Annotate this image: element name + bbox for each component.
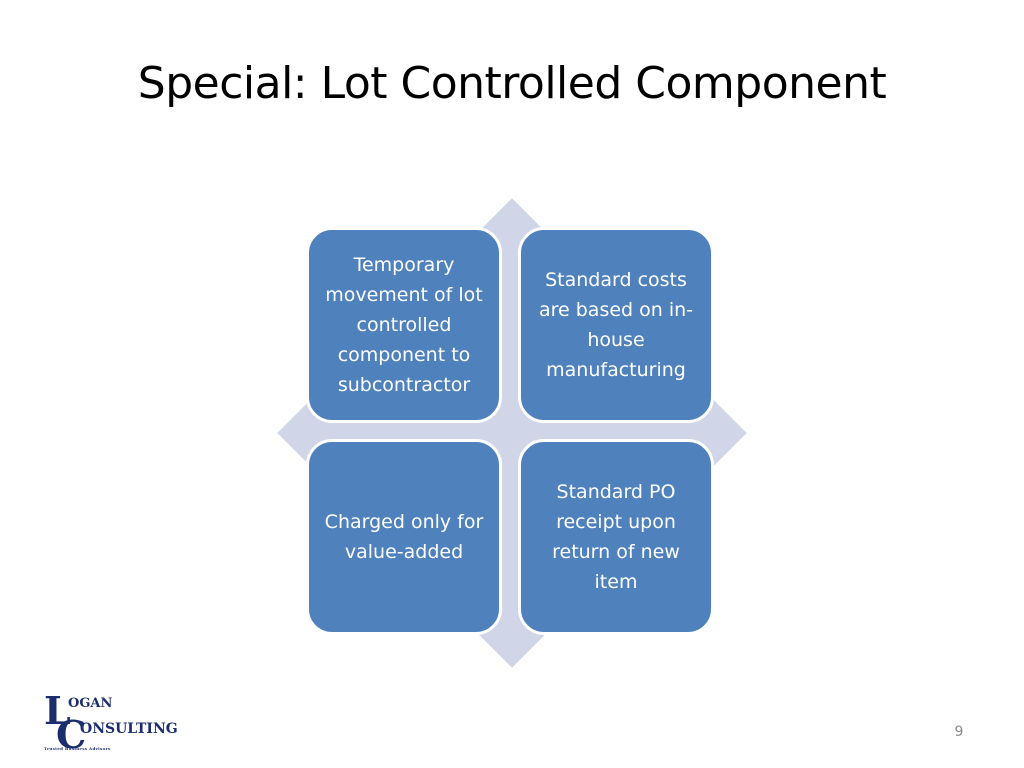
box-temporary-movement: Temporary movement of lot controlled com… — [306, 227, 502, 423]
logan-consulting-logo: L OGAN C ONSULTING Trusted Business Advi… — [44, 688, 194, 757]
page-number: 9 — [954, 724, 964, 740]
logo-initial-c: C — [56, 712, 87, 757]
slide-title: Special: Lot Controlled Component — [137, 58, 887, 109]
logo-initial-l: L — [44, 688, 71, 733]
logo-word-ogan: OGAN — [68, 696, 113, 711]
box-charged-value-added: Charged only for value-added — [306, 439, 502, 635]
logo-word-consulting: ONSULTING — [80, 721, 178, 737]
box-standard-po-receipt: Standard PO receipt upon return of new i… — [518, 439, 714, 635]
logo-tagline: Trusted Business Advisors — [44, 746, 111, 751]
box-standard-costs: Standard costs are based on in-house man… — [518, 227, 714, 423]
